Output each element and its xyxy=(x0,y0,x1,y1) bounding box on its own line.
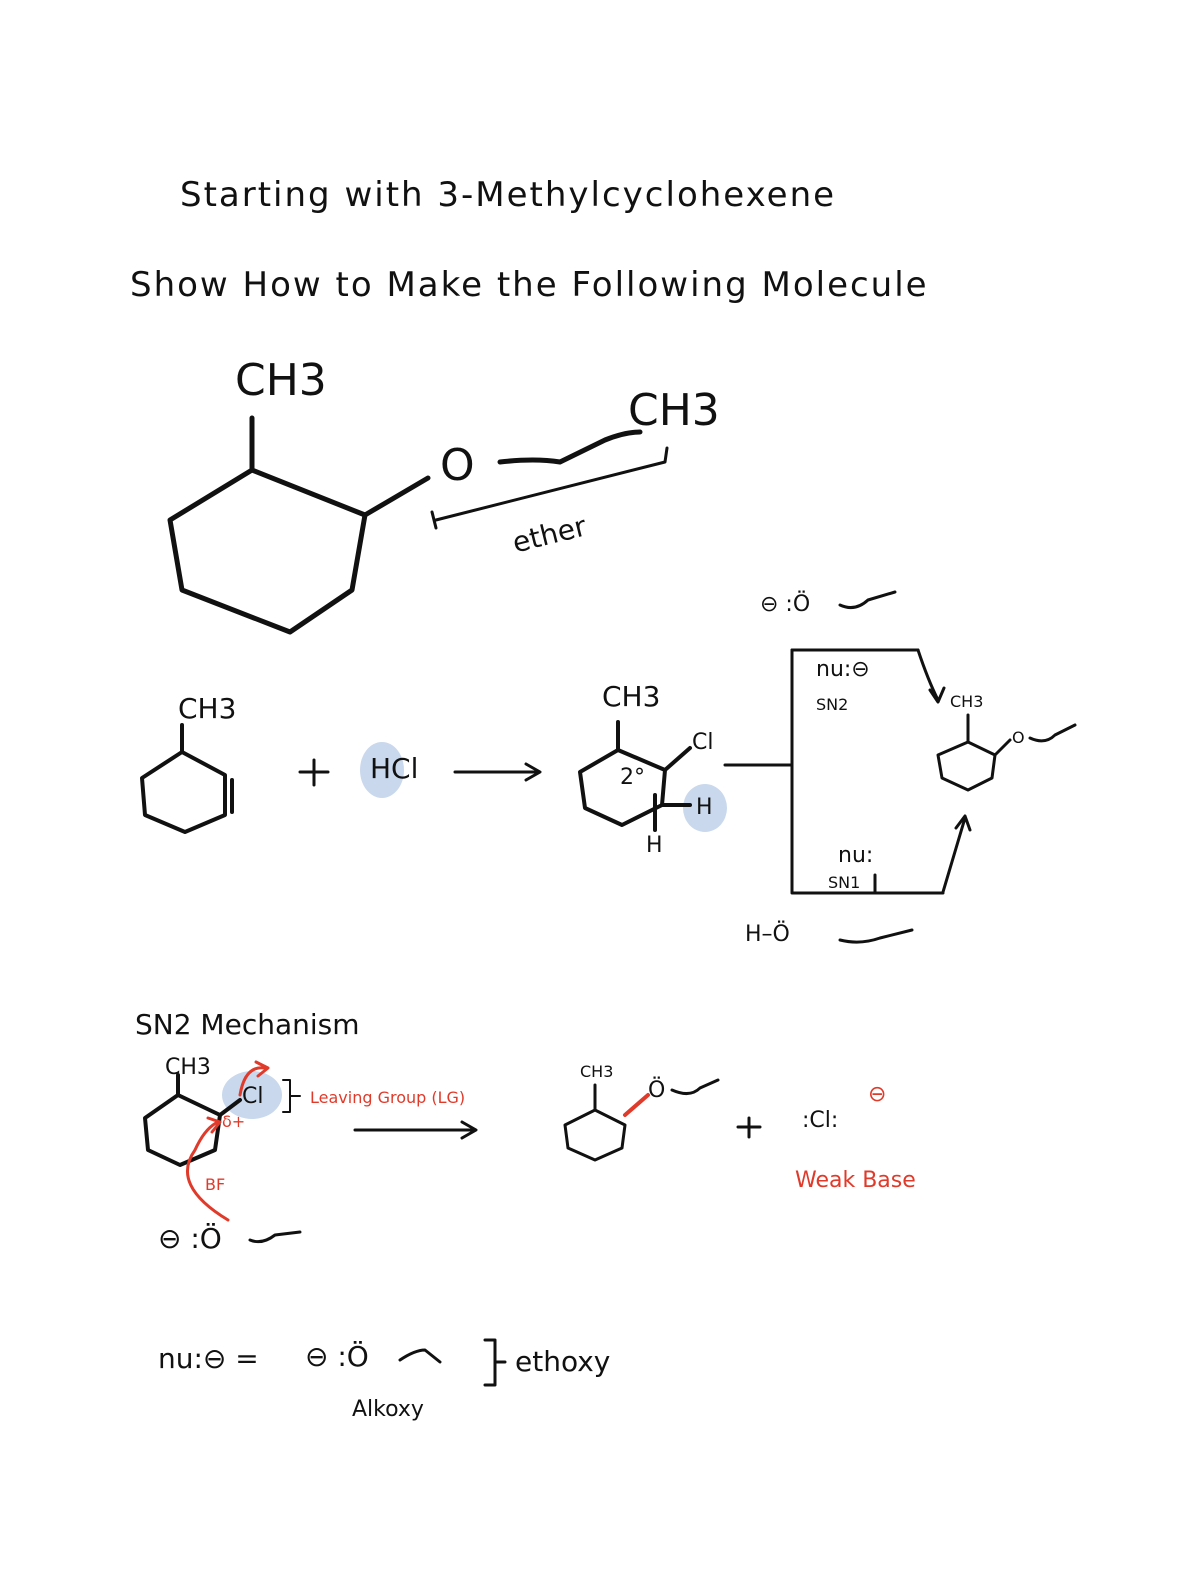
hcl-reagent: HCl xyxy=(370,752,419,785)
methylcyclohexene-ring xyxy=(140,723,234,834)
mechanism-cl: Cl xyxy=(242,1084,264,1109)
reactant-methyl: CH3 xyxy=(178,692,237,725)
new-bond xyxy=(623,1093,650,1117)
mechanism-substrate-ring xyxy=(143,1073,301,1167)
target-ethyl-methyl: CH3 xyxy=(628,385,720,436)
sn-pathway-box xyxy=(790,648,945,895)
circled-h: H xyxy=(696,795,713,820)
sn2-nu: nu:⊖ xyxy=(816,657,870,682)
nu-equals: nu:⊖ = xyxy=(158,1342,259,1375)
reaction-arrow-1 xyxy=(453,762,542,782)
mechanism-nucleophile: ⊖ :Ö xyxy=(158,1222,222,1255)
h-highlight xyxy=(683,784,727,832)
bf-label: BF xyxy=(205,1175,226,1194)
footer-ethoxide-tail xyxy=(398,1348,442,1364)
delta-plus: δ+ xyxy=(222,1112,246,1131)
chloride-charge: ⊖ xyxy=(868,1082,887,1107)
mechanism-product-methyl: CH3 xyxy=(580,1062,614,1081)
ethoxy-label: ethoxy xyxy=(515,1345,611,1378)
box-product-ring xyxy=(936,713,1077,792)
mechanism-heading: SN2 Mechanism xyxy=(135,1008,360,1041)
mechanism-product-o: Ö xyxy=(648,1078,666,1103)
sn1-nu: nu: xyxy=(838,843,874,868)
target-cyclohexane-ring xyxy=(167,415,669,635)
sn1-label: SN1 xyxy=(828,873,861,892)
secondary-label: 2° xyxy=(620,765,645,790)
mechanism-arrow xyxy=(353,1120,478,1140)
bottom-h: H xyxy=(646,833,663,858)
box-product-o: O xyxy=(1012,728,1025,747)
product-cl: Cl xyxy=(692,730,714,755)
mechanism-methyl: CH3 xyxy=(165,1055,211,1080)
ethoxide-top: ⊖ :Ö xyxy=(760,592,811,617)
plus-sign xyxy=(298,758,330,787)
ethanol: H–Ö xyxy=(745,922,790,947)
nucleophile-attack-arrow xyxy=(185,1116,230,1222)
sn1-arrow xyxy=(941,814,972,894)
sn2-arrow xyxy=(916,648,946,704)
ethanol-tail xyxy=(838,928,914,944)
footer-ethoxide: ⊖ :Ö xyxy=(305,1340,369,1373)
product-methyl: CH3 xyxy=(602,680,661,713)
target-oxygen: O xyxy=(440,440,475,491)
nucleophile-tail xyxy=(248,1230,302,1244)
plus-sign-2 xyxy=(736,1116,762,1139)
ethoxide-top-tail xyxy=(838,590,897,610)
weak-base-label: Weak Base xyxy=(795,1168,916,1193)
cl-highlight xyxy=(222,1071,282,1119)
header-line-1: Starting with 3-Methylcyclohexene xyxy=(180,175,837,215)
hcl-highlight xyxy=(360,742,404,798)
mechanism-product-ring xyxy=(563,1078,720,1162)
footer-bracket xyxy=(483,1338,507,1387)
sn2-label: SN2 xyxy=(816,695,849,714)
leaving-group-label: Leaving Group (LG) xyxy=(310,1088,466,1107)
alkoxy-label: Alkoxy xyxy=(352,1397,424,1422)
chloro-product-ring xyxy=(578,720,692,832)
box-product-methyl: CH3 xyxy=(950,692,984,711)
leaving-group-arrow xyxy=(238,1060,270,1097)
chloride-ion: :Cl: xyxy=(802,1108,839,1133)
target-methyl: CH3 xyxy=(235,355,327,406)
header-line-2: Show How to Make the Following Molecule xyxy=(130,265,929,305)
